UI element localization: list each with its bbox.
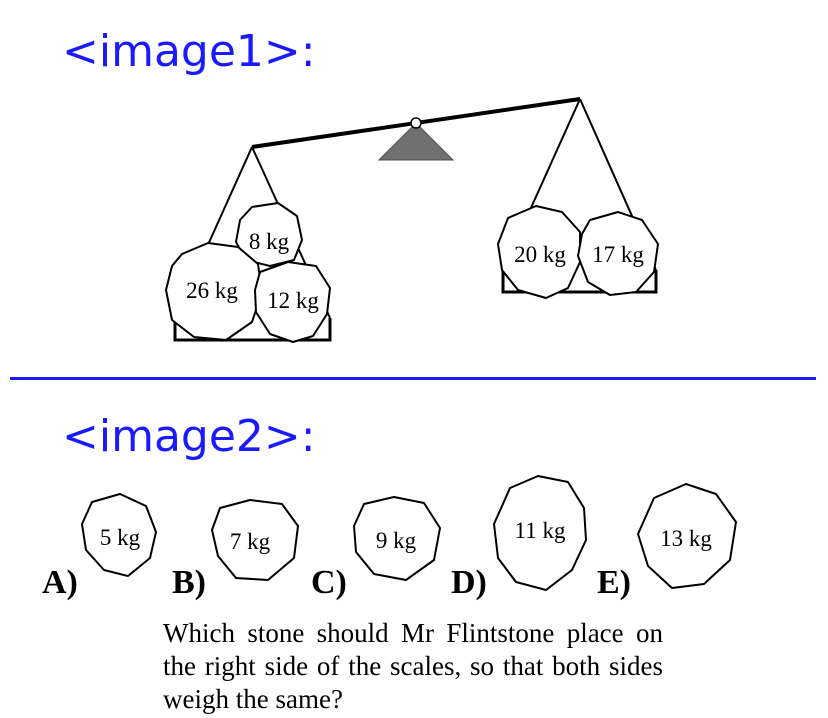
section-divider: [10, 377, 816, 380]
fulcrum: [377, 122, 455, 161]
stone-12kg: 12 kg: [254, 261, 331, 343]
option-a[interactable]: 5 kg A): [42, 493, 157, 601]
svg-text:17 kg: 17 kg: [592, 242, 644, 267]
option-a-letter: A): [42, 564, 78, 601]
stone-26kg: 26 kg: [165, 242, 263, 341]
image2-heading: <image2>:: [62, 411, 316, 462]
option-c-weight: 9 kg: [376, 528, 417, 553]
option-b-weight: 7 kg: [230, 529, 271, 554]
option-b[interactable]: 7 kg B): [172, 499, 299, 601]
svg-text:12 kg: 12 kg: [267, 288, 319, 313]
image1-heading: <image1>:: [62, 26, 316, 77]
balance-scale: 8 kg 26 kg 12 kg 20 kg 17 kg: [165, 97, 659, 343]
question-text: Which stone should Mr Flintstone place o…: [163, 618, 663, 714]
option-c-letter: C): [311, 564, 347, 601]
option-a-weight: 5 kg: [100, 525, 141, 550]
option-e[interactable]: 13 kg E): [597, 483, 737, 601]
option-d[interactable]: 11 kg D): [451, 475, 587, 601]
stone-20kg: 20 kg: [497, 205, 581, 299]
option-e-weight: 13 kg: [660, 526, 712, 551]
option-d-letter: D): [451, 564, 487, 601]
stone-17kg: 17 kg: [577, 211, 659, 296]
stone-8kg: 8 kg: [235, 202, 303, 267]
svg-text:26 kg: 26 kg: [186, 278, 238, 303]
svg-text:8 kg: 8 kg: [249, 229, 290, 254]
option-c[interactable]: 9 kg C): [311, 496, 441, 601]
option-d-weight: 11 kg: [515, 518, 566, 543]
svg-text:20 kg: 20 kg: [514, 242, 566, 267]
option-b-letter: B): [172, 564, 206, 601]
option-e-letter: E): [597, 564, 631, 601]
pivot: [410, 117, 422, 129]
